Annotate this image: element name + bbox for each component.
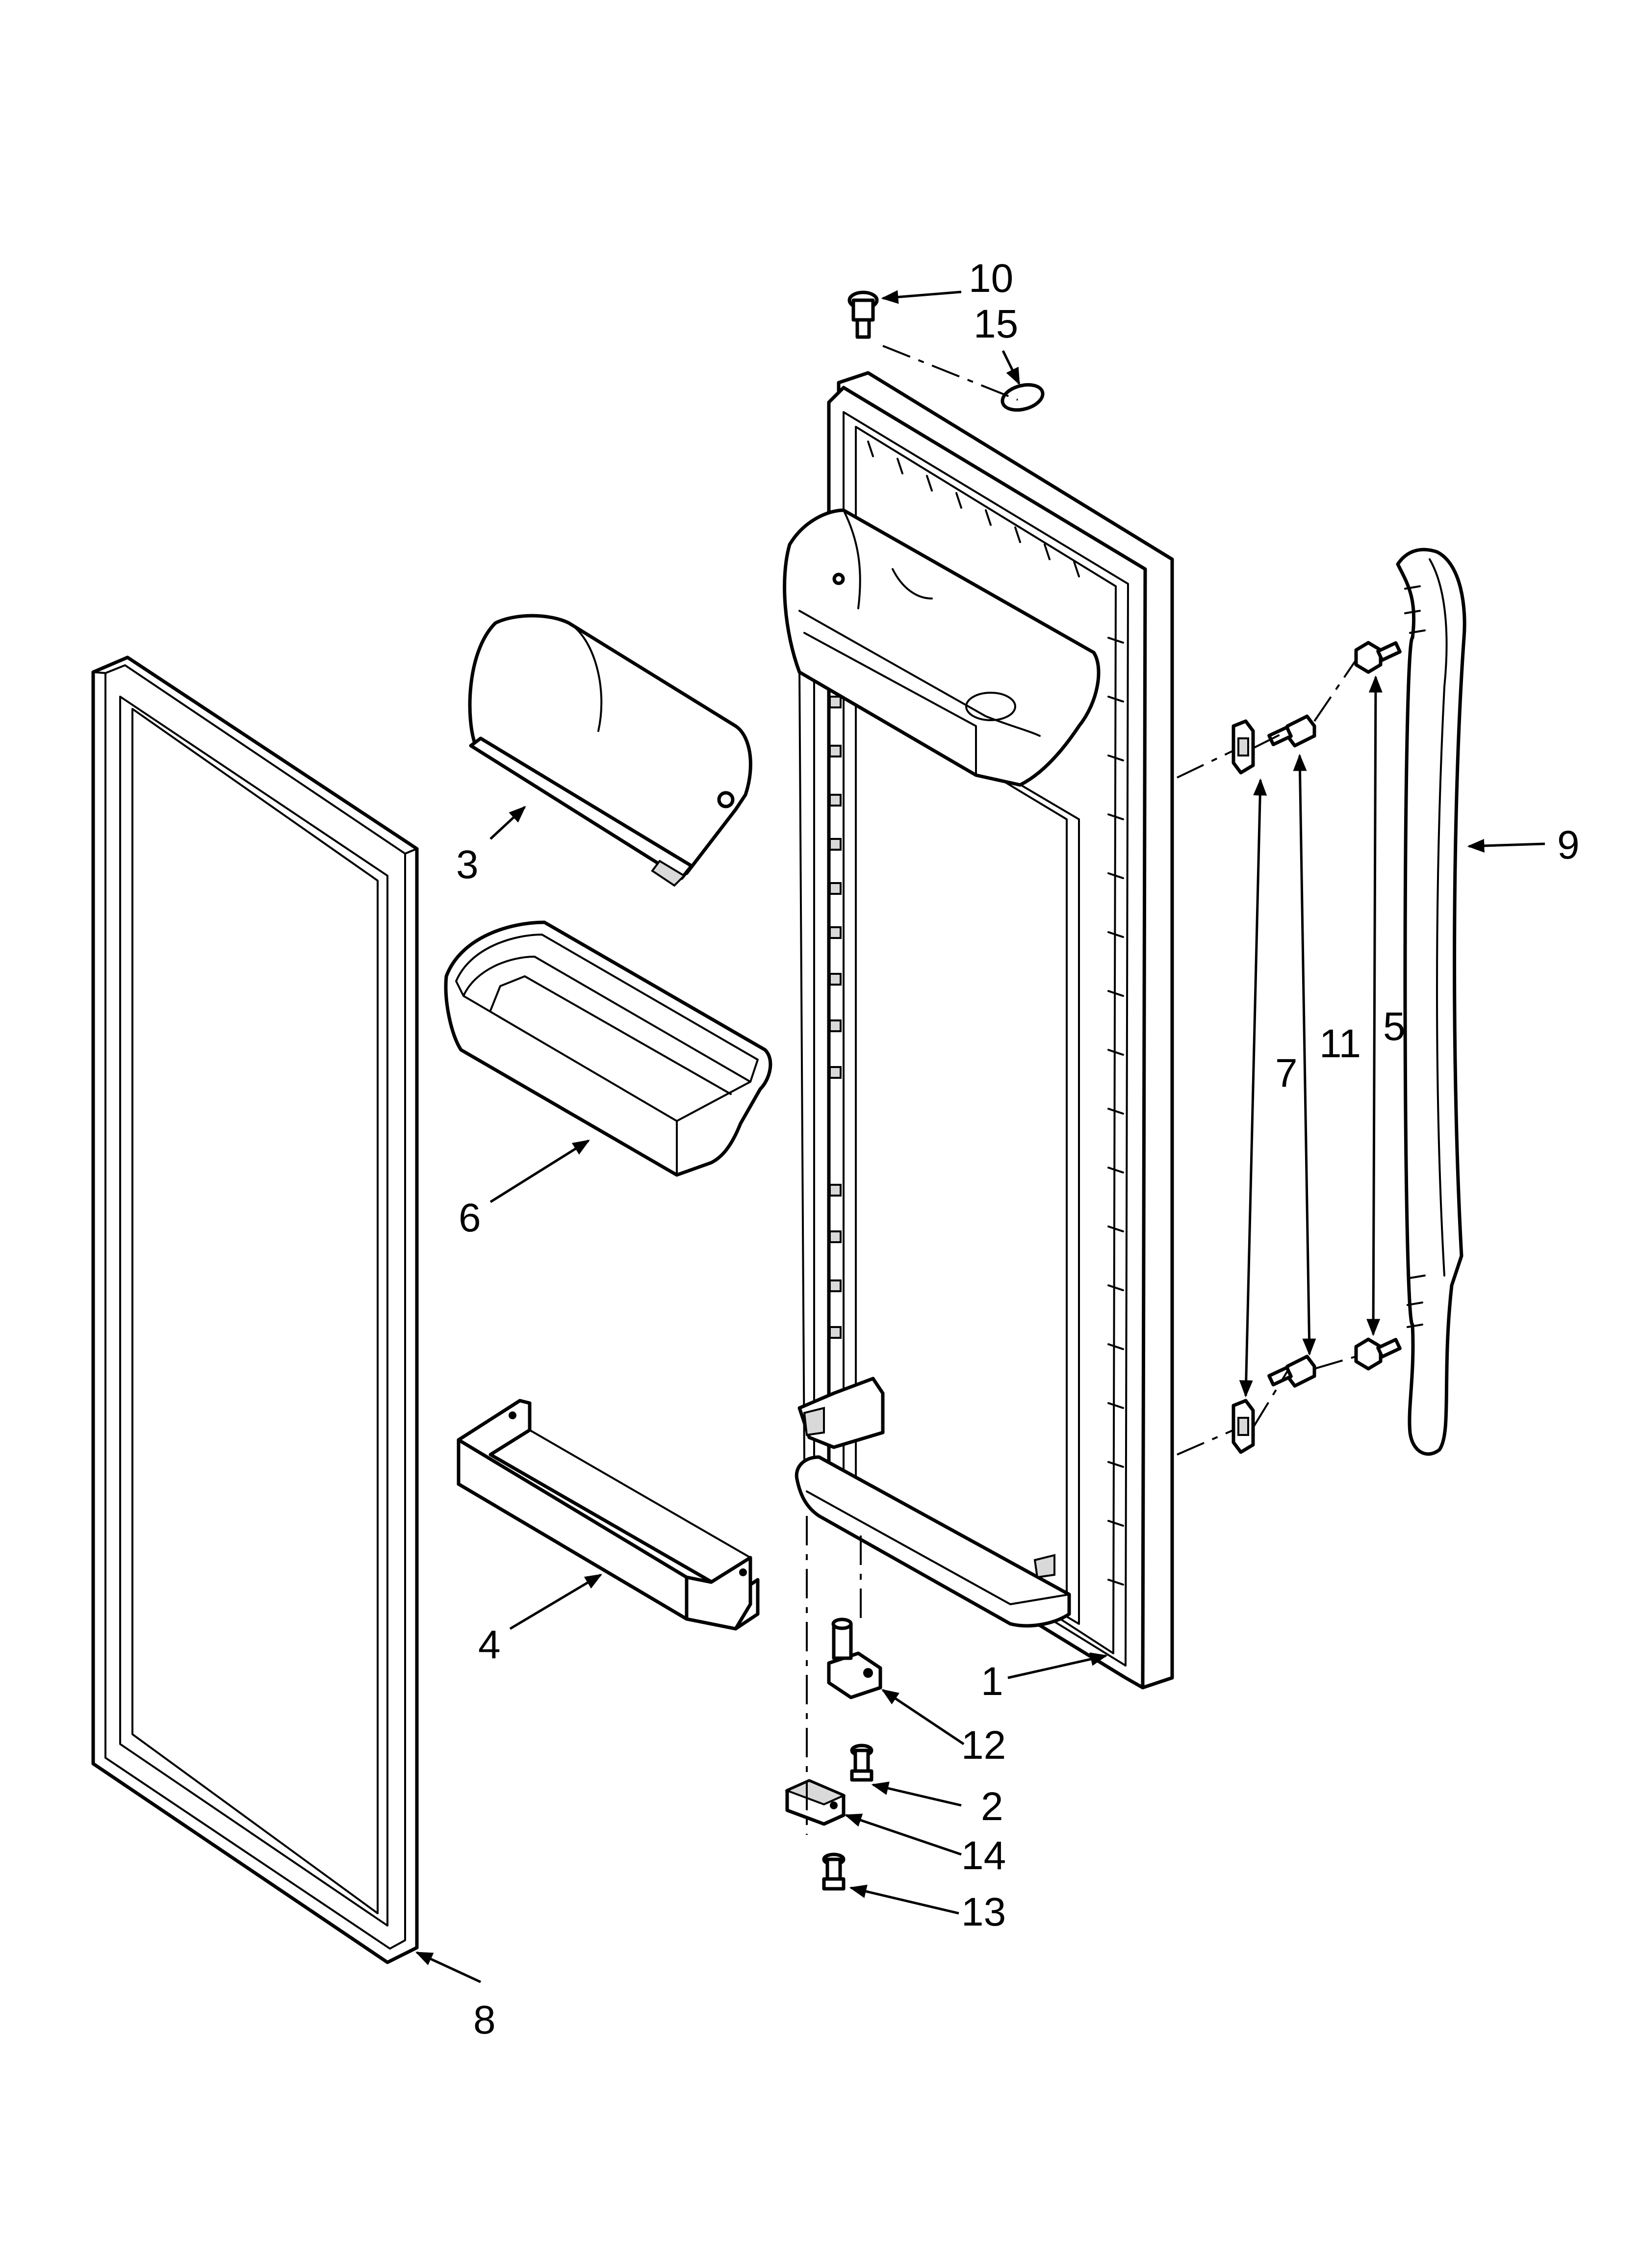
callout-2: 2 (981, 1784, 1003, 1829)
shelf-support-buttons (829, 696, 842, 1339)
door-bin-part (444, 920, 772, 1177)
callout-4: 4 (478, 1622, 501, 1667)
handle-clip-upper-part (1232, 719, 1255, 775)
alignment-lines (806, 345, 1357, 1835)
door-gasket-part (91, 655, 419, 1964)
callout-14: 14 (961, 1833, 1006, 1878)
callout-10: 10 (969, 256, 1013, 301)
screw-11-lower-part (1267, 1355, 1316, 1388)
callout-12: 12 (961, 1723, 1006, 1768)
o-ring-part (1001, 383, 1045, 412)
dairy-door-part (468, 614, 752, 887)
screw-5-upper-part (1354, 641, 1402, 674)
callout-5: 5 (1383, 1004, 1406, 1049)
callout-7: 7 (1275, 1051, 1298, 1095)
callout-9: 9 (1557, 823, 1580, 867)
screw-11-upper-part (1267, 714, 1316, 748)
screw-13-part (822, 1852, 846, 1891)
refrigerator-door-part (783, 371, 1174, 1690)
door-shelf-rail-part (457, 1399, 760, 1631)
callout-6: 6 (459, 1196, 481, 1240)
callout-15: 15 (974, 302, 1018, 346)
screw-5-lower-part (1354, 1337, 1402, 1371)
bottom-hinge-part (827, 1617, 882, 1699)
leader-arrows (415, 290, 1545, 1983)
callout-labels: 10 15 3 6 4 8 1 12 2 14 13 9 7 11 5 (456, 256, 1580, 2042)
callout-13: 13 (961, 1890, 1006, 1934)
screw-2-part (850, 1744, 873, 1782)
hinge-bracket-part (784, 1779, 846, 1826)
callout-8: 8 (473, 1998, 496, 2042)
hinge-pin-top-part (847, 290, 879, 339)
callout-1: 1 (981, 1659, 1003, 1704)
handle-clip-lower-part (1232, 1399, 1255, 1454)
callout-11: 11 (1319, 1021, 1361, 1066)
door-handle-part (1396, 547, 1466, 1456)
callout-3: 3 (456, 842, 479, 887)
